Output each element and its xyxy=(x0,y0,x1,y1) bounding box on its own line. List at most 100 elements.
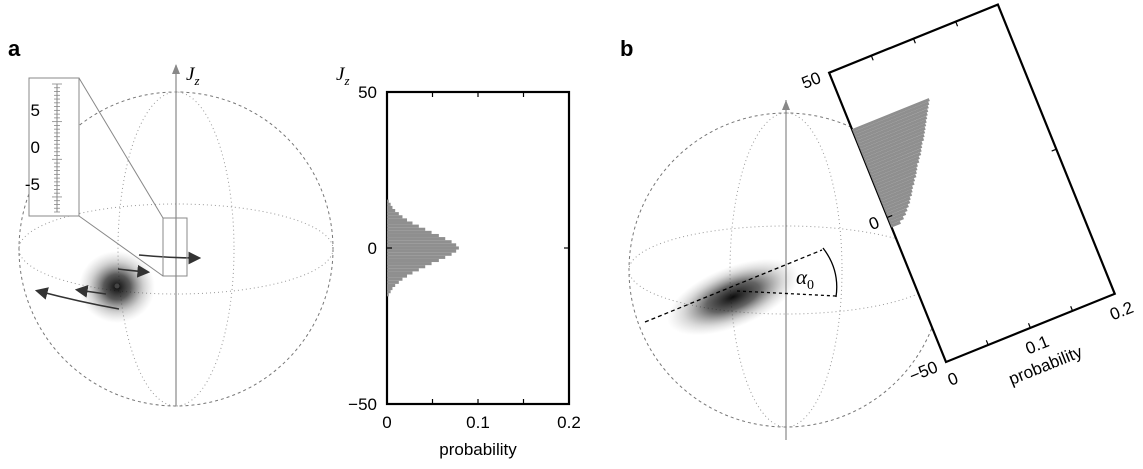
equator xyxy=(18,203,334,295)
histogram-bar xyxy=(872,163,918,185)
y-tick-mark xyxy=(1109,293,1115,297)
histogram-bar xyxy=(387,205,393,209)
rotation-arrow-2 xyxy=(74,285,107,298)
zoom-connector-top xyxy=(78,77,164,219)
histogram-bar xyxy=(878,181,915,199)
histogram-bar xyxy=(870,155,920,179)
y-tick-mark xyxy=(1051,148,1057,152)
histogram-bar xyxy=(387,243,457,247)
angle-arc xyxy=(822,247,838,298)
histogram-bar xyxy=(867,144,923,170)
histogram-bar xyxy=(874,167,918,187)
x-tick-mark xyxy=(955,21,959,27)
x-tick-mark xyxy=(985,340,989,346)
histogram-bar xyxy=(387,240,452,244)
histogram-bar xyxy=(387,246,459,250)
histogram-bar xyxy=(860,123,927,153)
y-tick-label: 50 xyxy=(358,83,377,102)
histogram-bar xyxy=(888,211,907,222)
x-tick-mark xyxy=(1112,288,1116,295)
axis-ticks xyxy=(828,3,1116,363)
histogram-bar xyxy=(851,98,930,133)
histogram-bar xyxy=(884,200,911,214)
rotation-arrow-3 xyxy=(117,264,151,278)
y-tick-mark xyxy=(945,359,951,363)
x-tick-mark xyxy=(1027,323,1031,329)
histogram-bar xyxy=(387,237,446,241)
histogram-bar xyxy=(871,159,920,182)
x-tick-label: 0.1 xyxy=(466,413,490,432)
jz-axis-label: Jz xyxy=(186,64,200,88)
histogram-a: 50 0 −50 0 0.1 0.2 probability Jz xyxy=(336,64,581,459)
histogram-bar xyxy=(387,212,399,216)
histogram-bar xyxy=(885,204,909,216)
histogram-bar xyxy=(876,174,917,193)
bloch-sphere-a: Jz 5 0 -5 xyxy=(18,64,334,407)
y-tick-mark xyxy=(828,70,834,74)
x-tick-mark xyxy=(828,72,832,78)
histogram-bar xyxy=(387,290,391,294)
y-tick-label: −50 xyxy=(348,395,377,414)
histogram-bar xyxy=(862,130,926,159)
reference-line xyxy=(736,290,837,297)
y-tick-label: −50 xyxy=(907,357,941,385)
histogram-bar xyxy=(865,141,923,167)
jz-axis-arrowhead xyxy=(782,100,790,110)
y-tick-mark xyxy=(887,214,893,218)
x-tick-label: 0.2 xyxy=(1107,298,1136,324)
y-tick-label: 0 xyxy=(368,239,377,258)
zoom-connector-bottom xyxy=(78,215,164,277)
histogram-bar xyxy=(883,196,911,211)
inset-tick-label: 5 xyxy=(31,101,40,120)
meridian xyxy=(117,91,235,407)
histogram-bar xyxy=(387,271,413,275)
x-tick-label: 0.2 xyxy=(557,413,581,432)
histogram-bar xyxy=(855,108,929,141)
histogram-bar xyxy=(889,216,904,225)
histogram-bar xyxy=(881,189,913,205)
y-axis-label: Jz xyxy=(336,64,350,88)
histogram-bars xyxy=(387,199,459,297)
squeezing-axis-line xyxy=(644,249,823,323)
inset-box xyxy=(28,77,80,217)
rotation-arrow-1 xyxy=(34,287,120,310)
histogram-bar xyxy=(387,230,432,234)
x-tick-mark xyxy=(870,55,874,61)
histogram-bar xyxy=(387,255,446,259)
axis-ticks xyxy=(386,91,570,405)
histogram-bar xyxy=(858,119,927,150)
x-tick-mark xyxy=(943,357,947,363)
histogram-bar xyxy=(387,249,457,253)
histogram-bar xyxy=(856,112,928,144)
histogram-bar xyxy=(875,170,917,190)
histogram-bar xyxy=(861,126,926,156)
histogram-bar xyxy=(387,199,389,203)
histogram-bar xyxy=(387,274,408,278)
panel-label-b: b xyxy=(620,36,633,61)
y-tick-mark xyxy=(993,3,999,7)
histogram-bars xyxy=(851,98,930,228)
x-tick-mark xyxy=(1070,306,1074,312)
histogram-bar xyxy=(387,265,426,269)
histogram-bar xyxy=(387,262,432,266)
panel-label-a: a xyxy=(8,36,21,61)
histogram-bar xyxy=(854,105,929,138)
x-tick-mark xyxy=(912,38,916,44)
histogram-bar xyxy=(387,233,439,238)
bloch-sphere-b: α0 xyxy=(628,100,944,440)
histogram-b: 50 0 −50 0 0.1 0.2 probability xyxy=(799,3,1136,390)
inset-tick-label: -5 xyxy=(25,175,40,194)
jz-axis-arrowhead xyxy=(172,64,180,74)
histogram-bar xyxy=(387,209,396,213)
histogram-bar xyxy=(387,224,419,228)
histogram-bar xyxy=(387,283,396,287)
histogram-bar xyxy=(864,137,925,164)
histogram-bar xyxy=(387,287,393,291)
histogram-bar xyxy=(890,220,901,228)
histogram-bar xyxy=(387,252,452,256)
y-tick-label: 50 xyxy=(799,68,824,93)
histogram-bar xyxy=(868,148,922,173)
blob-center xyxy=(114,283,120,289)
rotation-arrow-4 xyxy=(138,251,202,265)
